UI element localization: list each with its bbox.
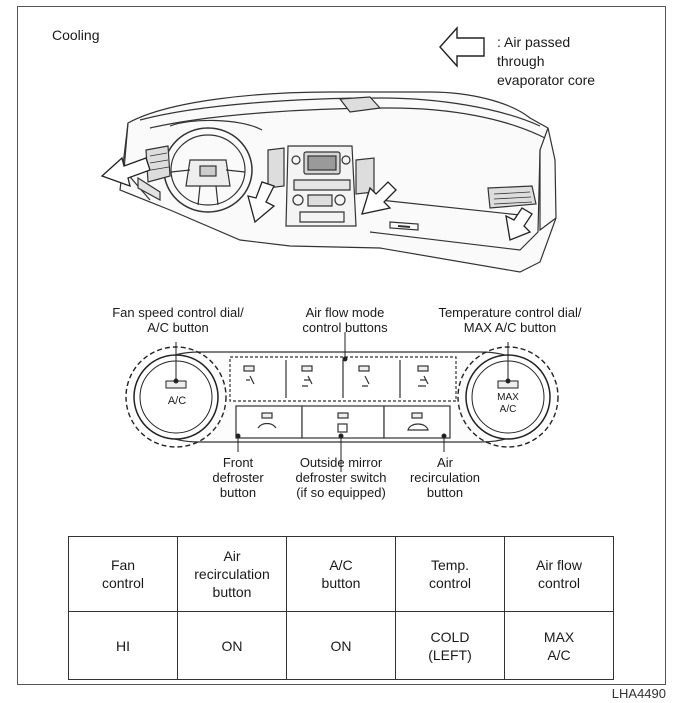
front-defroster-button[interactable] xyxy=(257,412,277,429)
table-header-cell: Air flow control xyxy=(504,536,614,612)
table-header-cell: A/C button xyxy=(286,536,396,612)
section-title: Cooling xyxy=(52,27,100,43)
leader-lines xyxy=(173,332,511,472)
table-header-cell: Fan control xyxy=(68,536,178,612)
airflow-arrow-right xyxy=(505,207,533,241)
right-knob-label-2: A/C xyxy=(499,404,517,415)
legend-label: Air passed through evaporator core xyxy=(497,34,596,88)
air-recirculation-button[interactable] xyxy=(407,412,429,431)
right-knob-label-1: MAX xyxy=(497,392,519,403)
callout-mirror-defroster: Outside mirror defroster switch (if so e… xyxy=(295,455,387,500)
table-row: HI ON ON COLD (LEFT) MAX A/C xyxy=(68,611,614,680)
dashboard-illustration xyxy=(119,91,557,273)
fan-speed-dial[interactable] xyxy=(125,346,227,448)
figure-frame xyxy=(17,6,666,685)
table-cell: COLD (LEFT) xyxy=(395,611,505,680)
table-header-cell: Air recirculation button xyxy=(177,536,287,612)
cooling-settings-table: Fan control Air recirculation button A/C… xyxy=(68,536,614,680)
mode-button-bilevel[interactable] xyxy=(301,365,313,387)
table-header-row: Fan control Air recirculation button A/C… xyxy=(68,536,614,612)
table-header-cell: Temp. control xyxy=(395,536,505,612)
table-cell: ON xyxy=(177,611,287,680)
figure-code: LHA4490 xyxy=(611,686,666,701)
table-cell: HI xyxy=(68,611,178,680)
airflow-arrow-center-right xyxy=(361,181,397,215)
left-knob-label: A/C xyxy=(167,395,187,407)
callout-air-flow-mode: Air flow mode control buttons xyxy=(302,305,388,335)
legend-separator: : xyxy=(497,34,501,50)
airflow-arrow-center-left xyxy=(247,181,276,224)
table-cell: ON xyxy=(286,611,396,680)
callout-fan-speed: Fan speed control dial/ A/C button xyxy=(112,305,244,335)
legend-text: : Air passed through evaporator core xyxy=(497,33,595,90)
mode-button-foot[interactable] xyxy=(358,365,370,387)
callout-temperature: Temperature control dial/ MAX A/C button xyxy=(438,305,582,335)
outline-arrow-left-icon xyxy=(439,26,485,68)
temperature-dial[interactable] xyxy=(457,346,559,448)
mode-button-face[interactable] xyxy=(243,365,255,385)
callout-front-defroster: Front defroster button xyxy=(212,455,264,500)
airflow-arrow-left xyxy=(100,156,151,188)
mirror-defroster-button[interactable] xyxy=(337,412,349,433)
mode-button-defrost-foot[interactable] xyxy=(417,365,429,387)
airflow-arrows xyxy=(100,156,533,241)
control-panel xyxy=(149,351,531,443)
table-cell: MAX A/C xyxy=(504,611,614,680)
callout-air-recirculation: Air recirculation button xyxy=(409,455,481,500)
